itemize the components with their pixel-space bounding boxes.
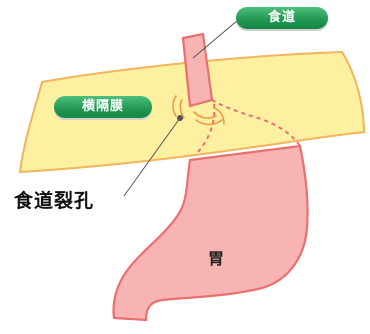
esophagus-label: 食道 [236,7,328,29]
hiatus-folds [172,95,225,126]
hidden-organ-outline [211,99,301,147]
hiatus-leader-line [123,117,181,197]
esophagus-leader-line [192,19,239,59]
diaphragm-label: 横隔膜 [54,96,152,118]
stomach-shape [112,144,309,322]
hidden-organ-outline-2 [195,103,216,155]
esophageal-hiatus-label: 食道裂孔 [14,190,95,212]
stomach-label: 胃 [208,249,225,268]
